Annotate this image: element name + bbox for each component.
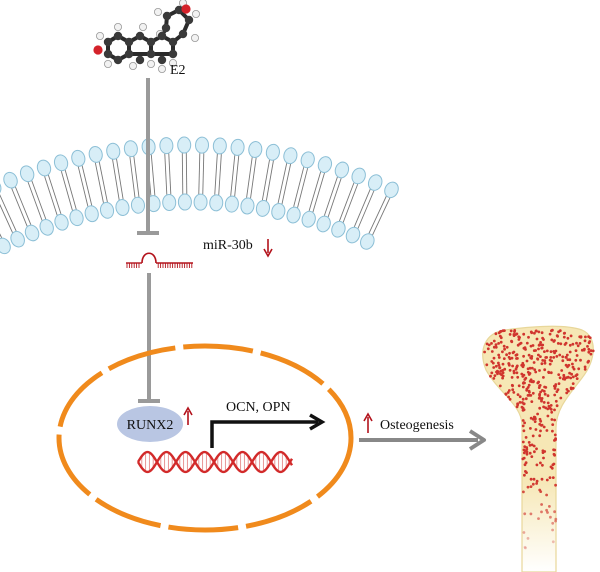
bone-icon bbox=[482, 325, 595, 572]
osteogenesis-label: Osteogenesis bbox=[380, 418, 454, 433]
transcription-arrow bbox=[210, 413, 326, 448]
e2-inhibition-line bbox=[137, 78, 159, 235]
lipid-bilayer-icon bbox=[0, 136, 399, 255]
osteogenesis-arrow bbox=[359, 429, 486, 451]
mirna-hairpin-icon bbox=[126, 252, 193, 268]
mirna-down-arrow-icon bbox=[263, 239, 273, 258]
mirna-inhibition-line bbox=[138, 273, 160, 403]
runx2-up-arrow-icon bbox=[183, 406, 193, 425]
dna-helix-icon bbox=[136, 450, 294, 474]
targets-label: OCN, OPN bbox=[226, 400, 291, 415]
nucleus-outline bbox=[56, 343, 354, 533]
runx2-protein bbox=[117, 406, 183, 442]
runx2-label: RUNX2 bbox=[127, 418, 174, 433]
mirna-label: miR-30b bbox=[203, 238, 253, 253]
estradiol-molecule-icon bbox=[93, 0, 200, 74]
osteogenesis-up-arrow-icon bbox=[363, 412, 373, 433]
e2-label: E2 bbox=[170, 63, 186, 78]
